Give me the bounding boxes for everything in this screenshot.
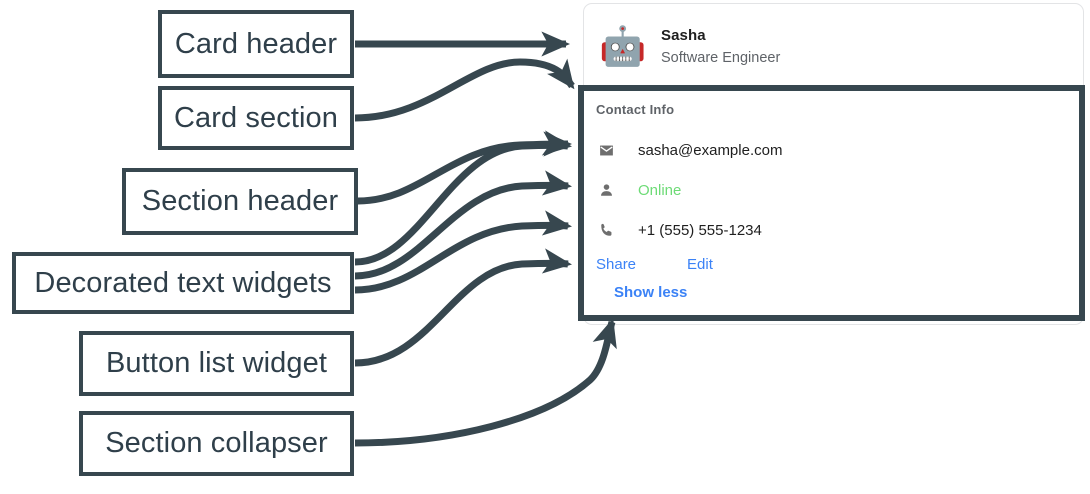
- card-section-content: Contact Info sasha@example.com Online: [584, 91, 1079, 315]
- profile-card: 🤖 Sasha Software Engineer: [583, 3, 1084, 325]
- decorated-text-status: Online: [596, 179, 681, 201]
- button-list-widget: Share Edit: [596, 256, 713, 273]
- person-icon: [596, 180, 616, 200]
- callout-button-list-widget: Button list widget: [79, 331, 354, 396]
- callout-card-header: Card header: [158, 10, 354, 78]
- card-header-subtitle: Software Engineer: [661, 50, 781, 66]
- callout-section-collapser: Section collapser: [79, 411, 354, 476]
- arrow-decorated-text-1: [354, 130, 572, 266]
- arrow-section-header: [357, 131, 573, 205]
- card-header-title: Sasha: [661, 27, 706, 44]
- decorated-text-email-value: sasha@example.com: [638, 141, 783, 159]
- decorated-text-email: sasha@example.com: [596, 139, 782, 161]
- card-header-texts: Sasha Software Engineer: [661, 27, 780, 66]
- decorated-text-phone-value: +1 (555) 555-1234: [638, 221, 762, 239]
- callout-section-header: Section header: [122, 168, 358, 235]
- callout-button-list-widget-label: Button list widget: [105, 347, 328, 379]
- card-header: 🤖 Sasha Software Engineer: [584, 4, 1083, 89]
- decorated-text-status-value: Online: [638, 181, 682, 199]
- share-button[interactable]: Share: [596, 256, 637, 273]
- email-icon: [596, 140, 616, 160]
- callout-section-header-label: Section header: [141, 185, 339, 217]
- callout-section-collapser-label: Section collapser: [105, 427, 328, 459]
- callout-card-section: Card section: [158, 86, 354, 150]
- robot-avatar-icon: 🤖: [599, 25, 647, 68]
- phone-icon: [596, 220, 616, 240]
- callout-card-header-label: Card header: [174, 27, 338, 60]
- arrow-decorated-text-2: [354, 170, 572, 280]
- arrow-button-list: [354, 248, 572, 367]
- decorated-text-phone: +1 (555) 555-1234: [596, 219, 762, 241]
- edit-button[interactable]: Edit: [687, 256, 713, 273]
- callout-decorated-text-widgets-label: Decorated text widgets: [34, 266, 332, 299]
- callout-card-section-label: Card section: [174, 101, 338, 134]
- arrow-card-section: [354, 58, 575, 122]
- callout-decorated-text-widgets: Decorated text widgets: [12, 252, 354, 314]
- arrow-decorated-text-3: [354, 210, 572, 294]
- section-collapser-button[interactable]: Show less: [614, 284, 688, 301]
- arrow-section-collapser: [354, 318, 617, 447]
- section-header-label: Contact Info: [596, 102, 675, 117]
